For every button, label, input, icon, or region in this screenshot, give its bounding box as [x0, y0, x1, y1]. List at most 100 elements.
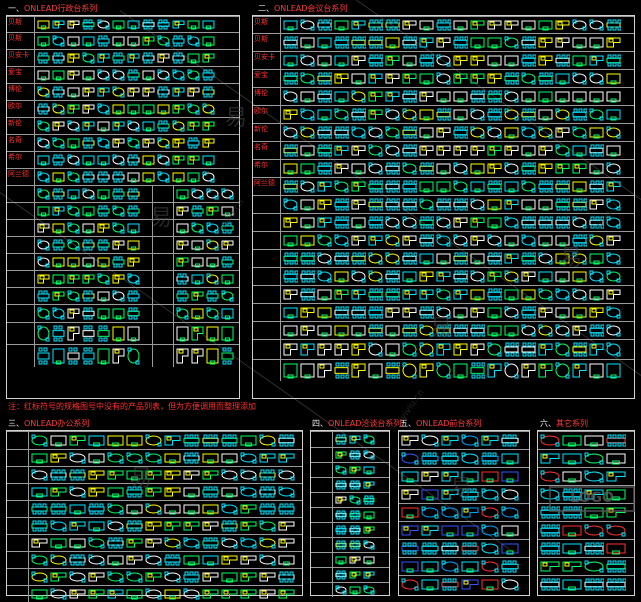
furniture-symbol-icon: [589, 72, 604, 85]
furniture-symbol-icon: [589, 180, 605, 193]
furniture-symbol-icon: [82, 104, 95, 114]
furniture-symbol-icon: [441, 452, 459, 465]
furniture-symbol-icon: [349, 571, 361, 579]
furniture-symbol-icon: [334, 343, 349, 356]
furniture-symbol-icon: [487, 180, 503, 193]
furniture-symbol-icon: [436, 91, 451, 103]
furniture-symbol-icon: [421, 542, 439, 555]
furniture-symbol-icon: [363, 571, 375, 579]
furniture-symbol-icon: [126, 435, 143, 447]
furniture-symbol-icon: [562, 471, 582, 483]
furniture-symbol-icon: [487, 108, 503, 121]
series-label: 欧尔: [7, 101, 35, 117]
furniture-symbol-icon: [67, 20, 80, 29]
furniture-symbol-icon: [461, 471, 479, 483]
furniture-symbol-icon: [562, 453, 582, 465]
furniture-symbol-icon: [584, 542, 605, 555]
furniture-symbol-icon: [334, 108, 349, 121]
furniture-symbol-icon: [191, 188, 204, 200]
furniture-symbol-icon: [504, 181, 519, 193]
furniture-symbol-icon: [172, 35, 185, 47]
series-row: [7, 219, 239, 236]
furniture-symbol-icon: [555, 288, 570, 301]
furniture-symbol-icon: [127, 69, 140, 81]
furniture-symbol-icon: [385, 198, 401, 211]
symbol-strip: [401, 578, 527, 591]
series-label: [7, 450, 29, 466]
series-label: [152, 271, 174, 287]
symbol-strip: [37, 171, 237, 183]
furniture-symbol-icon: [97, 53, 110, 63]
furniture-symbol-icon: [441, 506, 459, 519]
furniture-symbol-icon: [572, 72, 587, 85]
series-row: [399, 449, 529, 467]
furniture-symbol-icon: [521, 162, 537, 175]
furniture-symbol-icon: [419, 216, 435, 229]
furniture-symbol-icon: [259, 486, 276, 498]
series-row: [253, 303, 634, 321]
symbol-strip: [540, 578, 632, 591]
series-label: [7, 484, 29, 500]
series-row: [7, 202, 239, 219]
furniture-symbol-icon: [572, 91, 587, 103]
furniture-symbol-icon: [259, 469, 276, 481]
furniture-symbol-icon: [589, 253, 604, 265]
furniture-symbol-icon: [402, 20, 417, 30]
furniture-symbol-icon: [419, 20, 434, 31]
furniture-symbol-icon: [351, 108, 367, 121]
furniture-symbol-icon: [470, 20, 485, 30]
furniture-symbol-icon: [555, 144, 570, 157]
furniture-symbol-icon: [453, 162, 468, 175]
furniture-symbol-icon: [183, 537, 200, 549]
furniture-symbol-icon: [555, 307, 570, 319]
panel-other-series: [537, 430, 635, 596]
symbol-strip: [31, 434, 300, 447]
furniture-symbol-icon: [334, 20, 349, 31]
furniture-symbol-icon: [82, 347, 95, 365]
furniture-symbol-icon: [88, 572, 105, 582]
furniture-symbol-icon: [572, 307, 587, 319]
furniture-symbol-icon: [421, 561, 439, 573]
furniture-symbol-icon: [441, 560, 459, 573]
furniture-symbol-icon: [97, 103, 110, 115]
series-label: [152, 323, 174, 344]
furniture-symbol-icon: [176, 326, 189, 342]
series-row: 贝斯: [7, 16, 239, 32]
furniture-symbol-icon: [584, 578, 605, 591]
furniture-symbol-icon: [82, 206, 95, 217]
furniture-symbol-icon: [259, 503, 276, 515]
furniture-symbol-icon: [82, 274, 95, 284]
furniture-symbol-icon: [504, 55, 519, 67]
furniture-symbol-icon: [172, 52, 185, 64]
symbol-strip: [37, 256, 150, 268]
furniture-symbol-icon: [67, 308, 80, 319]
series-row: [399, 431, 529, 449]
furniture-symbol-icon: [191, 326, 204, 341]
symbol-strip: [176, 239, 237, 251]
furniture-symbol-icon: [501, 543, 519, 555]
furniture-symbol-icon: [202, 86, 215, 98]
furniture-symbol-icon: [187, 87, 200, 97]
panel-title-office: 三、ONLEAD办公系列: [8, 419, 89, 428]
furniture-symbol-icon: [300, 180, 315, 193]
symbol-strip: [37, 35, 237, 47]
furniture-symbol-icon: [504, 325, 519, 337]
furniture-symbol-icon: [572, 108, 588, 121]
furniture-symbol-icon: [538, 307, 553, 318]
furniture-symbol-icon: [50, 588, 67, 600]
furniture-symbol-icon: [335, 480, 347, 490]
furniture-symbol-icon: [127, 120, 140, 132]
furniture-symbol-icon: [572, 55, 587, 67]
furniture-symbol-icon: [221, 453, 238, 464]
furniture-symbol-icon: [419, 324, 434, 337]
furniture-symbol-icon: [402, 73, 417, 84]
furniture-symbol-icon: [317, 289, 332, 301]
furniture-symbol-icon: [221, 503, 238, 515]
panel-title-text: ONLEAD洽谈台系列: [328, 419, 402, 428]
furniture-symbol-icon: [606, 560, 627, 573]
furniture-symbol-icon: [127, 326, 140, 342]
furniture-symbol-icon: [206, 326, 219, 342]
series-label: [253, 304, 281, 321]
furniture-symbol-icon: [50, 453, 67, 463]
furniture-symbol-icon: [335, 556, 347, 565]
